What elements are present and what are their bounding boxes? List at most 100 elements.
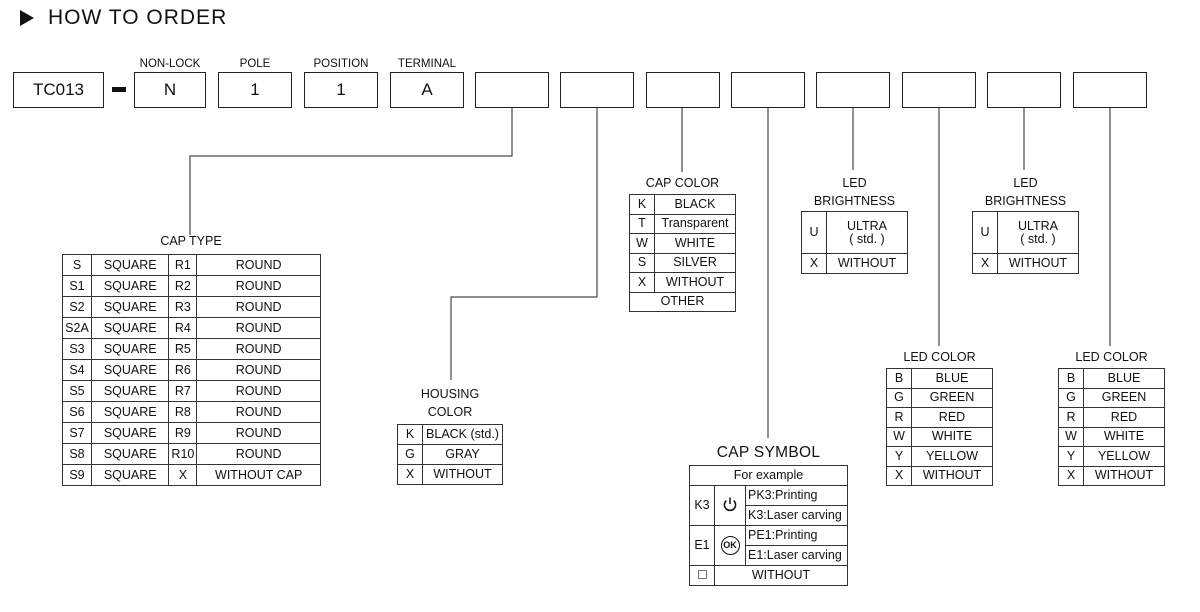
housing-color-code: K — [397, 424, 423, 445]
led-color-1-desc: WHITE — [911, 426, 993, 447]
led-color-2-desc: GREEN — [1083, 387, 1165, 408]
cap-color-code: T — [629, 213, 655, 234]
cap-type-square-desc: SQUARE — [90, 464, 170, 486]
led-brightness-2-u-std: ( std. ) — [1020, 231, 1056, 246]
cap-symbol-k3-code: K3 — [689, 485, 715, 526]
cap-type-square-desc: SQUARE — [90, 401, 170, 423]
cap-symbol-example: For example — [689, 465, 848, 486]
led-color-1-desc: BLUE — [911, 368, 993, 389]
cap-type-round-desc: ROUND — [196, 338, 321, 360]
cap-symbol-e1-laser: E1:Laser carving — [745, 545, 848, 566]
cap-type-square-code: S5 — [62, 380, 92, 402]
cap-type-round-code: R8 — [168, 401, 198, 423]
led-brightness-2-title-line1: LED — [1013, 176, 1038, 190]
led-brightness-2-slot — [987, 72, 1061, 108]
dash-separator — [112, 87, 126, 92]
led-color-1-desc: WITHOUT — [911, 465, 993, 486]
led-color-2-code: R — [1058, 407, 1084, 428]
led-brightness-1-title-line2: BRIGHTNESS — [813, 194, 896, 208]
led-brightness-1-u-code: U — [801, 211, 827, 254]
led-color-2-code: W — [1058, 426, 1084, 447]
cap-type-square-desc: SQUARE — [90, 422, 170, 444]
housing-color-title-line2: COLOR — [427, 405, 473, 419]
cap-type-round-desc: ROUND — [196, 254, 321, 276]
label-non-lock: NON-LOCK — [139, 58, 201, 70]
non-lock-box: N — [134, 72, 206, 108]
cap-type-square-desc: SQUARE — [90, 254, 170, 276]
cap-type-round-code: R10 — [168, 443, 198, 465]
cap-type-square-code: S8 — [62, 443, 92, 465]
led-color-2-code: B — [1058, 368, 1084, 389]
led-brightness-1-u-name: ULTRA — [846, 218, 888, 233]
cap-type-square-code: S — [62, 254, 92, 276]
cap-symbol-without: WITHOUT — [714, 565, 848, 586]
label-position: POSITION — [313, 58, 369, 70]
led-color-2-desc: BLUE — [1083, 368, 1165, 389]
terminal-box: A — [390, 72, 464, 108]
cap-type-square-desc: SQUARE — [90, 296, 170, 318]
cap-type-square-desc: SQUARE — [90, 443, 170, 465]
cap-type-round-code: R6 — [168, 359, 198, 381]
cap-color-code: S — [629, 252, 655, 273]
cap-type-round-desc: ROUND — [196, 401, 321, 423]
led-color-2-title: LED COLOR — [1075, 350, 1148, 364]
cap-type-round-code: X — [168, 464, 198, 486]
cap-symbol-table: For example K3 PK3:Printing K3:Laser car… — [689, 465, 848, 586]
led-color-1-title: LED COLOR — [903, 350, 976, 364]
cap-symbol-slot — [731, 72, 805, 108]
led-color-2-desc: YELLOW — [1083, 446, 1165, 467]
cap-type-round-desc: ROUND — [196, 296, 321, 318]
led-color-2-code: X — [1058, 465, 1084, 486]
cap-type-round-desc: ROUND — [196, 443, 321, 465]
led-color-2-desc: WITHOUT — [1083, 465, 1165, 486]
led-color-2-code: Y — [1058, 446, 1084, 467]
led-color-1-desc: GREEN — [911, 387, 993, 408]
cap-symbol-without-icon-cell — [689, 565, 715, 586]
cap-type-slot — [475, 72, 549, 108]
led-color-1-slot — [902, 72, 976, 108]
how-to-order-heading: HOW TO ORDER — [20, 4, 227, 32]
housing-color-title: HOUSING COLOR — [397, 385, 503, 421]
led-brightness-1-x-code: X — [801, 253, 827, 274]
cap-type-round-code: R9 — [168, 422, 198, 444]
led-brightness-2-u-desc: ULTRA ( std. ) — [997, 211, 1079, 254]
led-color-2-code: G — [1058, 387, 1084, 408]
cap-type-square-desc: SQUARE — [90, 359, 170, 381]
cap-color-desc: BLACK — [654, 194, 736, 215]
led-brightness-2-u-code: U — [972, 211, 998, 254]
cap-color-code: K — [629, 194, 655, 215]
led-brightness-2-table: U ULTRA ( std. ) X WITHOUT — [972, 211, 1079, 274]
label-terminal: TERMINAL — [397, 58, 457, 70]
led-brightness-1-table: U ULTRA ( std. ) X WITHOUT — [801, 211, 908, 274]
label-pole: POLE — [239, 58, 271, 70]
cap-type-round-desc: ROUND — [196, 380, 321, 402]
cap-color-desc: Transparent — [654, 213, 736, 234]
cap-type-square-code: S1 — [62, 275, 92, 297]
cap-symbol-e1-printing: PE1:Printing — [745, 525, 848, 546]
cap-symbol-e1-icon-cell: OK — [714, 525, 746, 566]
led-brightness-1-u-std: ( std. ) — [849, 231, 885, 246]
led-color-1-code: B — [886, 368, 912, 389]
play-arrow-icon — [20, 10, 34, 26]
cap-type-square-desc: SQUARE — [90, 275, 170, 297]
housing-color-desc: WITHOUT — [422, 464, 503, 485]
